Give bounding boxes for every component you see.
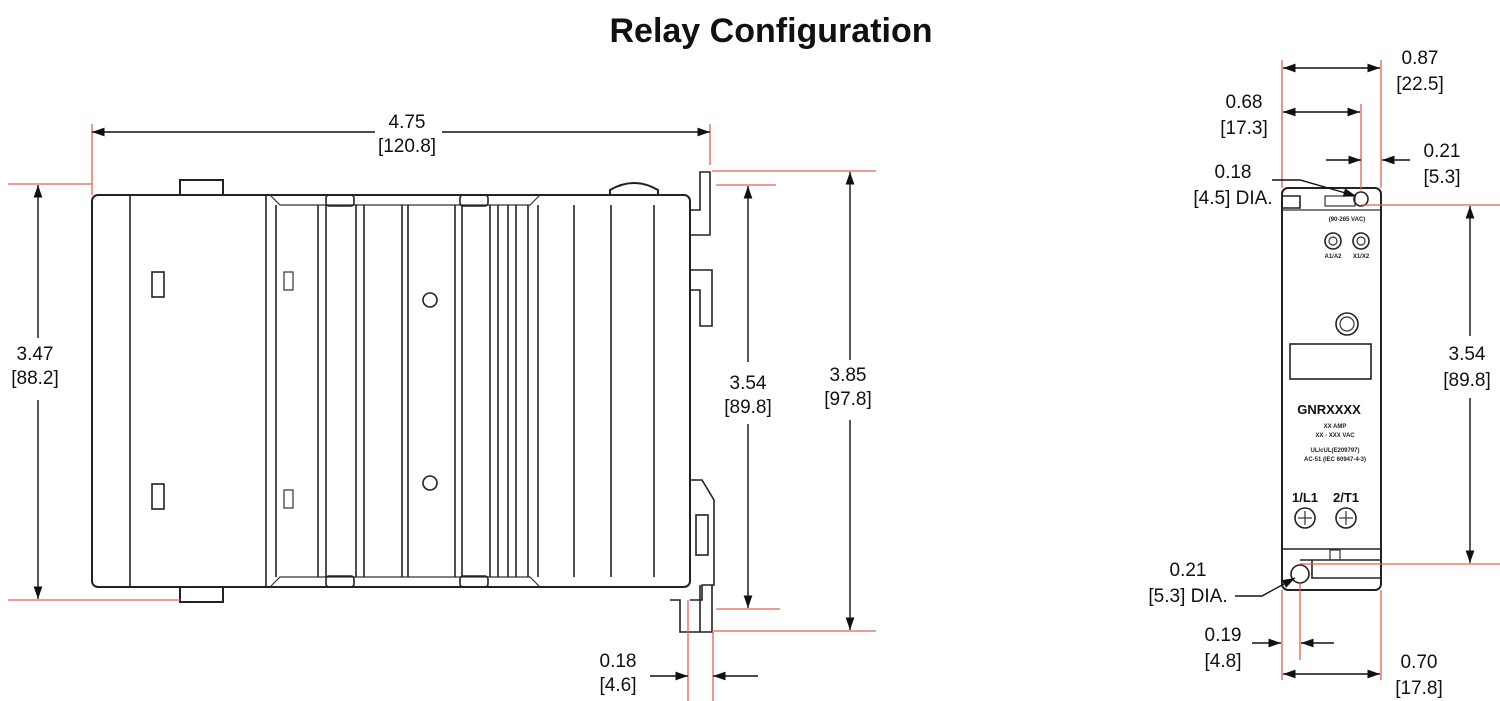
- drawing-title: Relay Configuration: [609, 12, 932, 50]
- dim-side-mount-thickness: 0.18 [4.6]: [600, 600, 758, 701]
- terminal-label-left: 1/L1: [1292, 490, 1318, 505]
- dim-side-rail-height: 3.54 [89.8]: [716, 184, 780, 610]
- dim-side-overall-height: 3.85 [97.8]: [712, 170, 876, 632]
- dim-front-body-width: 0.70 [17.8]: [1283, 590, 1443, 699]
- output-terminal-right: [1335, 507, 1357, 529]
- dim-value: 4.75: [389, 112, 426, 133]
- dim-metric: [17.3]: [1220, 118, 1268, 139]
- dim-side-body-height: 3.47 [88.2]: [8, 183, 180, 601]
- status-led: [1335, 312, 1359, 336]
- dim-value: 3.54: [1449, 344, 1486, 365]
- dim-metric: [97.8]: [824, 389, 872, 410]
- dim-value: 0.87: [1402, 48, 1439, 69]
- dim-value: 3.54: [730, 373, 767, 394]
- dim-metric: [4.8]: [1205, 651, 1242, 672]
- cert-label: AC-51 (IEC 60947-4-3): [1304, 457, 1366, 463]
- label-window: [1289, 343, 1372, 380]
- dim-value: 0.70: [1401, 652, 1438, 673]
- dim-front-top-hole-dia: 0.18 [4.5] DIA.: [1193, 162, 1357, 209]
- dim-value: 0.68: [1226, 92, 1263, 113]
- dim-value: 0.21: [1424, 141, 1461, 162]
- front-view: (90-265 VAC) A1/A2 X1/X2 GNRXXXX XX AMP …: [1281, 187, 1382, 591]
- dim-metric: [5.3]: [1424, 167, 1461, 188]
- dim-metric: [4.6]: [600, 675, 637, 696]
- terminal-label-right: 2/T1: [1333, 490, 1359, 505]
- dim-value: 3.85: [830, 365, 867, 386]
- connector-slot: [151, 271, 165, 298]
- relay-body: [91, 194, 691, 588]
- relay-front-body: [1281, 187, 1382, 591]
- dim-metric: [5.3] DIA.: [1148, 586, 1227, 607]
- dim-front-bottom-hole-dia: 0.21 [5.3] DIA.: [1148, 560, 1296, 607]
- output-terminal-left: [1294, 507, 1316, 529]
- dim-metric: [89.8]: [724, 397, 772, 418]
- dim-metric: [22.5]: [1396, 74, 1444, 95]
- top-mount-hole: [1353, 191, 1369, 207]
- input-label-left: A1/A2: [1324, 254, 1342, 260]
- dim-metric: [88.2]: [11, 368, 59, 389]
- voltage-label: XX - XXX VAC: [1315, 433, 1355, 439]
- amp-label: XX AMP: [1324, 424, 1347, 430]
- dim-value: 0.19: [1205, 625, 1242, 646]
- dim-metric: [89.8]: [1443, 370, 1491, 391]
- dim-value: 0.21: [1170, 560, 1207, 581]
- dim-value: 0.18: [600, 651, 637, 672]
- dim-value: 0.18: [1215, 162, 1252, 183]
- dim-metric: [17.8]: [1395, 678, 1443, 699]
- dim-metric: [4.5] DIA.: [1193, 188, 1272, 209]
- input-screw-right: [1352, 232, 1370, 250]
- dim-front-hole-spacing: 0.68 [17.3]: [1220, 92, 1362, 190]
- input-screw-left: [1324, 232, 1342, 250]
- connector-slot: [151, 483, 165, 510]
- dim-front-hole-height: 3.54 [89.8]: [1300, 204, 1500, 565]
- dim-value: 3.47: [17, 344, 54, 365]
- model-label: GNRXXXX: [1297, 402, 1361, 417]
- side-view: [91, 171, 715, 633]
- mounting-hole: [422, 292, 438, 308]
- dim-front-bottom-offset: 0.19 [4.8]: [1205, 583, 1334, 680]
- dim-front-top-offset: 0.21 [5.3]: [1326, 141, 1460, 188]
- cert-label: UL/cUL(E209797): [1310, 448, 1359, 454]
- dim-front-overall-width: 0.87 [22.5]: [1281, 48, 1444, 188]
- mounting-hole: [422, 475, 438, 491]
- dim-metric: [120.8]: [378, 136, 436, 157]
- input-range: (90-265 VAC): [1329, 217, 1366, 223]
- dim-side-width: 4.75 [120.8]: [91, 112, 711, 195]
- input-label-right: X1/X2: [1353, 254, 1370, 260]
